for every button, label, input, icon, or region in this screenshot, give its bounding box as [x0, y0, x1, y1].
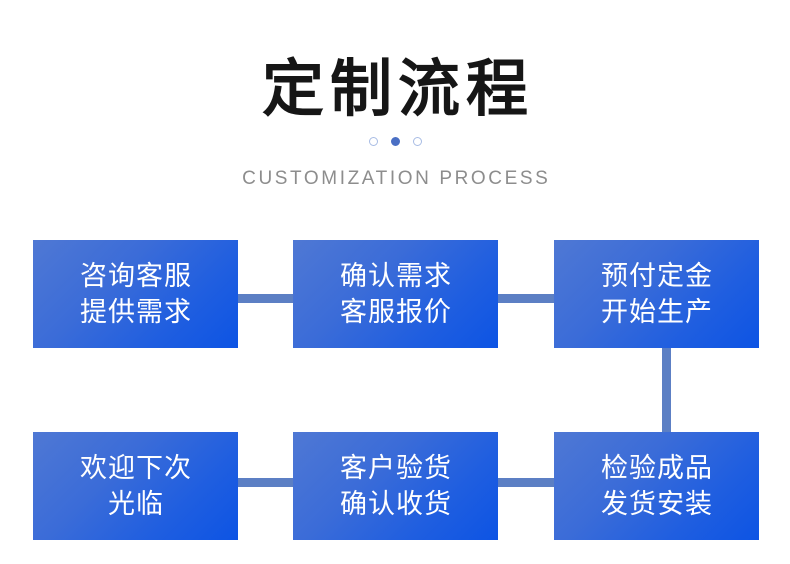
- connector-step4-step5: [491, 478, 561, 487]
- flow-step-4-line1: 检验成品: [601, 453, 713, 483]
- header: 定制流程 CUSTOMIZATION PROCESS: [0, 0, 790, 191]
- page-subtitle: CUSTOMIZATION PROCESS: [242, 168, 551, 189]
- connector-step2-step3: [491, 294, 561, 303]
- flow-step-1[interactable]: 咨询客服 提供需求: [33, 240, 238, 348]
- connector-step1-step2: [230, 294, 300, 303]
- connector-step5-step6: [230, 478, 300, 487]
- flow-step-5[interactable]: 客户验货 确认收货: [293, 432, 498, 540]
- flow-step-6[interactable]: 欢迎下次 光临: [33, 432, 238, 540]
- flow-step-3-line1: 预付定金: [601, 261, 713, 291]
- flow-step-1-line1: 咨询客服: [80, 261, 192, 291]
- flow-step-3[interactable]: 预付定金 开始生产: [554, 240, 759, 348]
- flow-step-5-line2: 确认收货: [340, 489, 452, 519]
- dot-1-icon: [368, 136, 378, 146]
- flow-step-2[interactable]: 确认需求 客服报价: [293, 240, 498, 348]
- connector-step3-step4: [662, 344, 671, 436]
- flow-step-4-line2: 发货安装: [601, 489, 713, 519]
- flow-step-1-line2: 提供需求: [80, 297, 192, 327]
- flow-step-3-line2: 开始生产: [601, 297, 713, 327]
- flow-step-6-line2: 光临: [108, 489, 164, 519]
- flow-step-5-line1: 客户验货: [340, 453, 452, 483]
- flow-step-2-line1: 确认需求: [340, 261, 452, 291]
- dot-separator: [0, 135, 790, 147]
- page-title: 定制流程: [261, 52, 534, 125]
- dot-2-icon: [390, 136, 400, 146]
- flow-step-2-line2: 客服报价: [340, 297, 452, 327]
- dot-3-icon: [412, 136, 422, 146]
- flow-step-4[interactable]: 检验成品 发货安装: [554, 432, 759, 540]
- flow-step-6-line1: 欢迎下次: [80, 453, 192, 483]
